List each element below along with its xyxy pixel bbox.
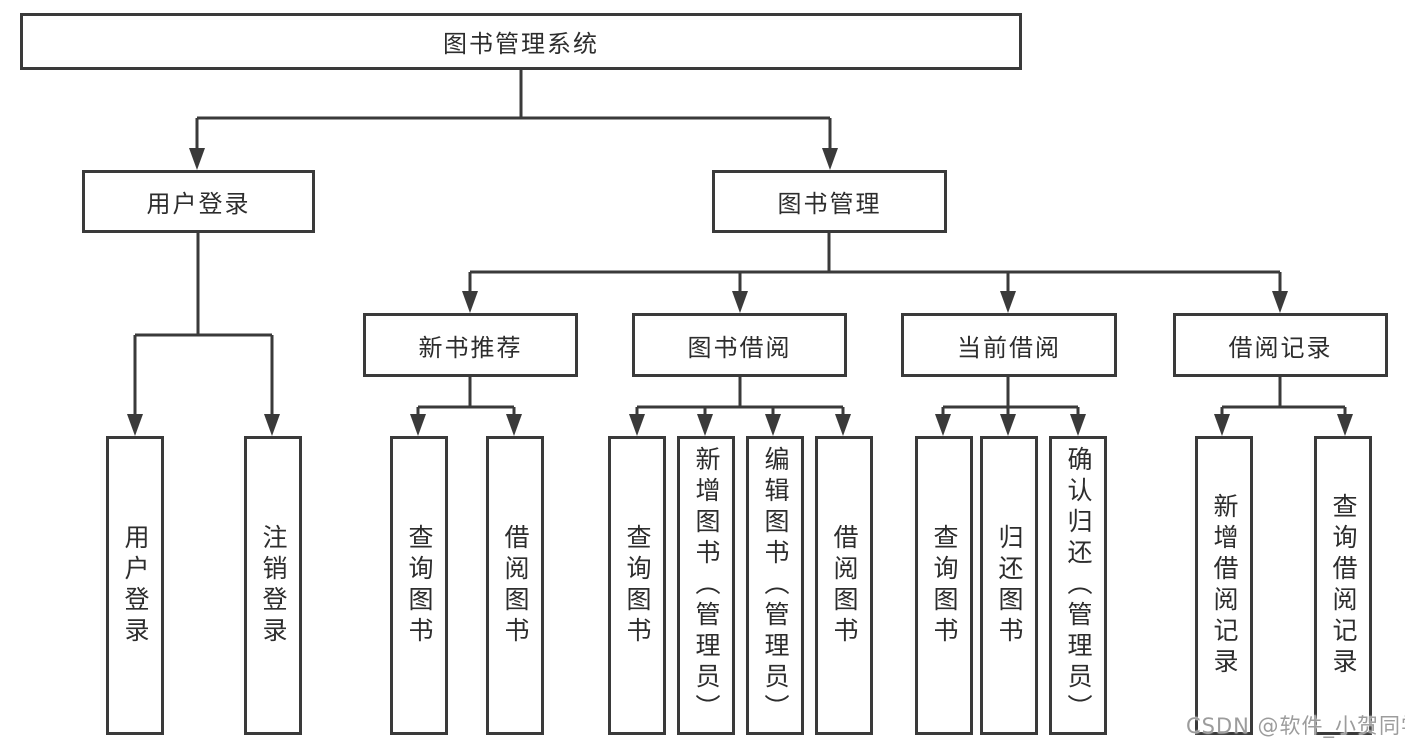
connector-book-management-to-level3 xyxy=(468,233,1282,293)
connector-current-borrowing-to-leaves xyxy=(941,377,1080,416)
leaf-borrow-books-borrowing: 借阅图书 xyxy=(815,436,873,735)
leaf-user-login: 用户登录 xyxy=(106,436,164,735)
leaf-add-borrow-record: 新增借阅记录 xyxy=(1195,436,1253,735)
node-book-borrowing: 图书借阅 xyxy=(632,313,847,377)
leaf-edit-books-admin: 编辑图书（管理员） xyxy=(746,436,804,735)
node-root-library-management-system: 图书管理系统 xyxy=(20,13,1022,70)
connector-root-to-level2 xyxy=(195,69,832,150)
node-current-borrowing: 当前借阅 xyxy=(901,313,1117,377)
leaf-query-borrow-record: 查询借阅记录 xyxy=(1314,436,1372,735)
arrowheads xyxy=(127,148,1353,436)
node-user-login: 用户登录 xyxy=(82,170,315,233)
leaf-confirm-return-admin: 确认归还（管理员） xyxy=(1049,436,1107,735)
leaf-query-books-recommend: 查询图书 xyxy=(390,436,448,735)
leaf-logout: 注销登录 xyxy=(244,436,302,735)
csdn-watermark: CSDN @软件_小贺同学 xyxy=(1186,714,1405,738)
connector-book-borrowing-to-leaves xyxy=(635,377,845,416)
node-new-book-recommendation: 新书推荐 xyxy=(363,313,578,377)
node-book-management: 图书管理 xyxy=(712,170,947,233)
leaf-query-books-current: 查询图书 xyxy=(915,436,973,735)
connector-new-book-recommend-to-leaves xyxy=(416,377,516,416)
connector-borrowing-records-to-leaves xyxy=(1220,377,1347,416)
leaf-add-books-admin: 新增图书（管理员） xyxy=(677,436,735,735)
connector-user-login-to-leaves xyxy=(133,233,274,416)
leaf-query-books-borrowing: 查询图书 xyxy=(608,436,666,735)
leaf-return-books: 归还图书 xyxy=(980,436,1038,735)
leaf-borrow-books-recommend: 借阅图书 xyxy=(486,436,544,735)
node-borrowing-records: 借阅记录 xyxy=(1173,313,1388,377)
